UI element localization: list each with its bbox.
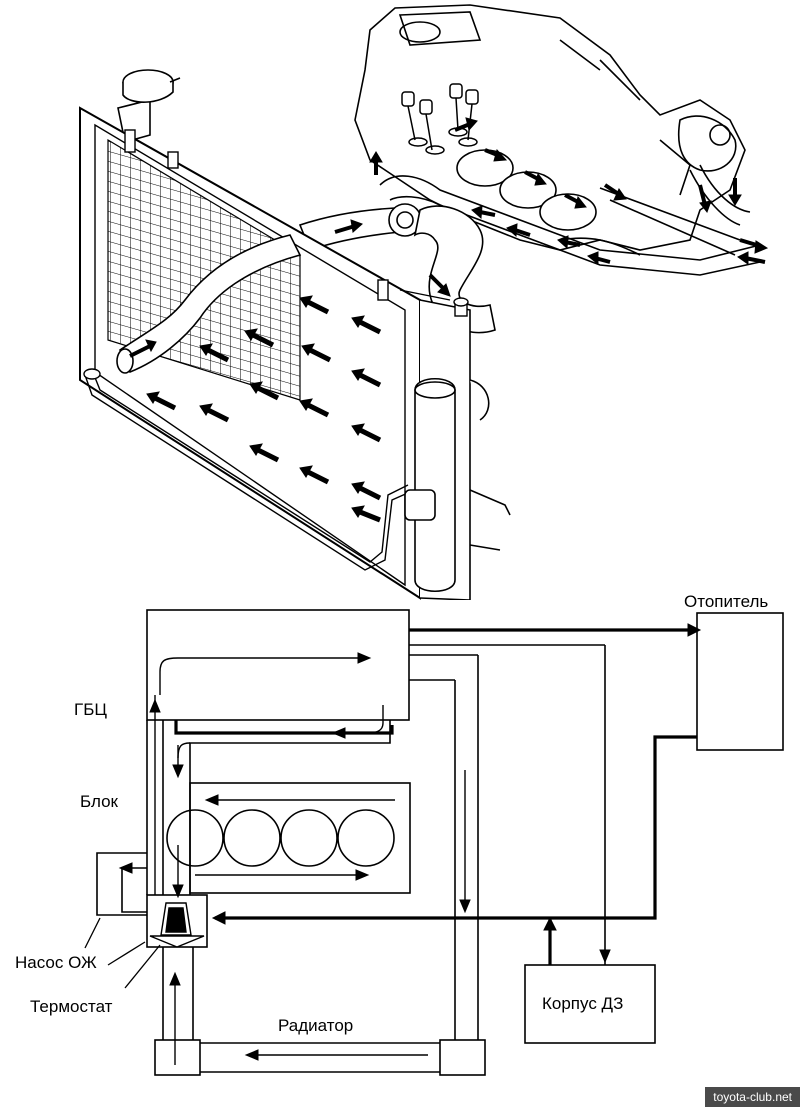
engine-hoses <box>379 164 761 276</box>
cylinder-ports <box>456 149 597 231</box>
cylinder-1 <box>166 809 224 867</box>
throttle-body-box <box>524 964 656 1044</box>
engine-block-label: Блок <box>80 792 118 811</box>
cooling-system-illustration <box>79 4 769 600</box>
coolant-flow-schematic <box>84 609 784 1076</box>
airflow-arrows <box>146 295 382 523</box>
cylinder-4 <box>337 809 395 867</box>
flow-arrowheads <box>118 623 702 1061</box>
cylinder-3 <box>280 809 338 867</box>
water-pump-label: Насос ОЖ <box>15 953 97 972</box>
cylinder-head-label: ГБЦ <box>74 700 107 719</box>
thermostat-label: Термостат <box>30 997 113 1016</box>
heater-box <box>696 612 784 751</box>
coolant-flow-arrows <box>129 117 769 358</box>
lower-hose <box>116 234 302 374</box>
label-leaders <box>84 917 161 989</box>
thermostat-valve <box>149 902 205 948</box>
side-cap <box>453 297 469 317</box>
radiator-left-tank <box>154 1039 201 1076</box>
cylinder-head-box <box>146 609 410 721</box>
heater-label: Отопитель <box>684 592 769 611</box>
radiator-label: Радиатор <box>278 1016 354 1035</box>
valves <box>401 83 479 155</box>
throttle-body-label: Корпус ДЗ <box>542 994 624 1013</box>
watermark: toyota-club.net <box>705 1087 800 1107</box>
cylinder-2 <box>223 809 281 867</box>
radiator-right-tank <box>439 1039 486 1076</box>
overflow-tube <box>83 368 411 571</box>
receiver-dryer <box>404 378 511 592</box>
